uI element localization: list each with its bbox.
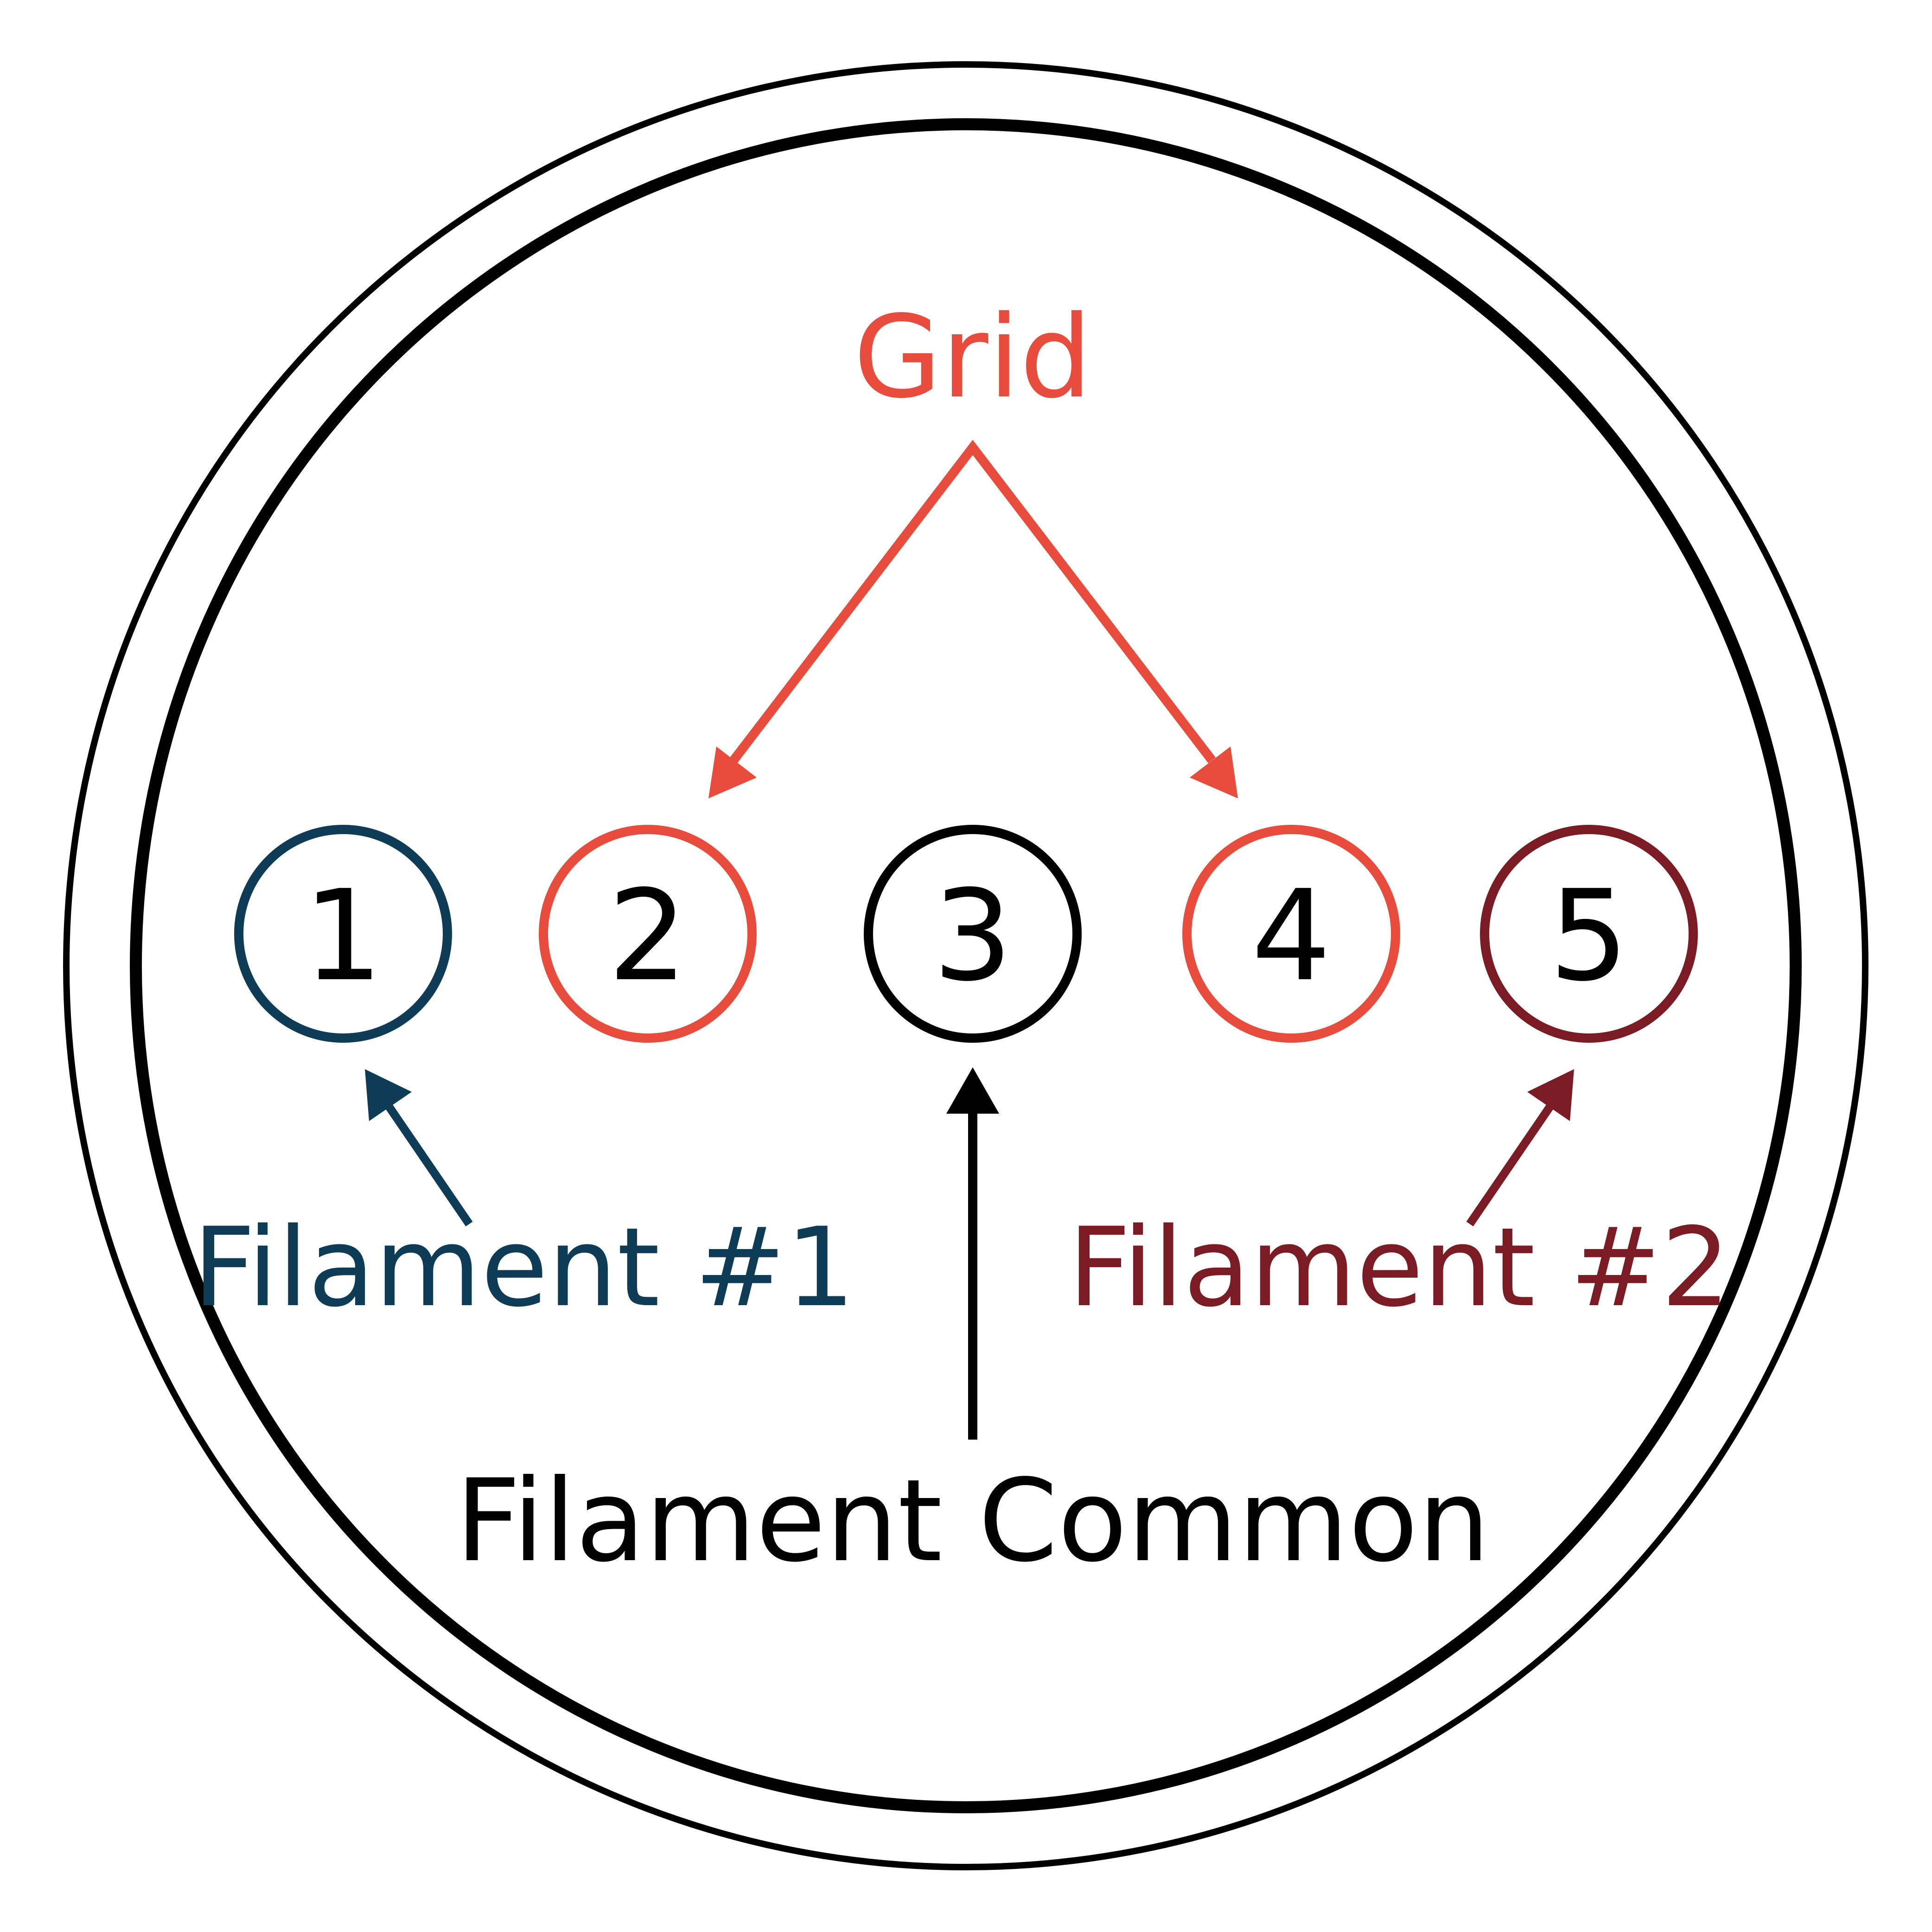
- pin-2: 2: [539, 825, 757, 1043]
- filament-1-arrow: [365, 1069, 473, 1227]
- grid-arrowhead-left: [708, 746, 757, 798]
- filament-2-label: Filament #2: [1068, 1205, 1730, 1331]
- grid-arrow-shaft: [730, 440, 1216, 764]
- pin-2-number: 2: [608, 863, 688, 1009]
- filament-common-arrow: [946, 1067, 999, 1440]
- filament-2-arrow-shaft: [1466, 1100, 1556, 1227]
- pin-4: 4: [1182, 825, 1400, 1043]
- inner-ring: [130, 118, 1802, 1813]
- filament-1-arrow-shaft: [383, 1100, 473, 1227]
- filament-1-label: Filament #1: [193, 1205, 855, 1331]
- pin-1-circle: [234, 825, 452, 1043]
- grid-label: Grid: [854, 291, 1092, 423]
- filament-common-label: Filament Common: [455, 1455, 1490, 1587]
- pin-3-circle: [864, 825, 1082, 1043]
- pin-1-number: 1: [303, 863, 383, 1009]
- filament-1-arrowhead: [365, 1069, 412, 1121]
- filament-2-arrow: [1466, 1069, 1574, 1227]
- pin-3-number: 3: [933, 863, 1013, 1009]
- pin-4-circle: [1182, 825, 1400, 1043]
- pin-5-circle: [1480, 825, 1698, 1043]
- pin-4-number: 4: [1251, 863, 1331, 1009]
- outer-ring: [63, 61, 1868, 1870]
- pin-2-circle: [539, 825, 757, 1043]
- pin-3: 3: [864, 825, 1082, 1043]
- filament-common-arrowhead: [946, 1067, 999, 1114]
- filament-2-arrowhead: [1527, 1069, 1574, 1121]
- grid-arrowhead-right: [1190, 746, 1238, 798]
- pin-5-number: 5: [1549, 863, 1629, 1009]
- grid-arrows: [708, 440, 1238, 798]
- pin-5: 5: [1480, 825, 1698, 1043]
- pin-1: 1: [234, 825, 452, 1043]
